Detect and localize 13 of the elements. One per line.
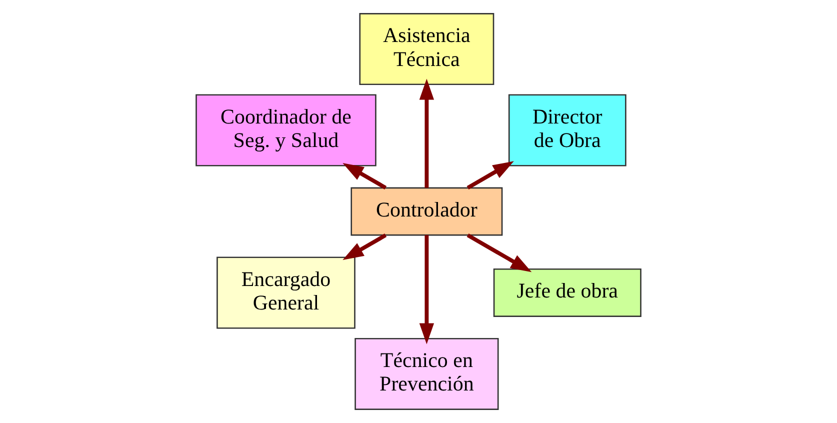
node-box: Encargado General: [216, 256, 356, 329]
arrow: [466, 234, 532, 272]
arrow: [419, 235, 434, 344]
node-box: Asistencia Técnica: [359, 13, 494, 86]
node-box: Director de Obra: [508, 94, 626, 166]
arrow: [466, 161, 514, 190]
arrow: [342, 162, 387, 190]
node-box: Jefe de obra: [493, 268, 642, 317]
node-box: Técnico en Prevención: [354, 338, 499, 410]
node-box: Controlador: [350, 187, 503, 236]
arrow: [419, 78, 434, 188]
arrow: [342, 234, 387, 260]
node-box: Coordinador de Seg. y Salud: [196, 94, 376, 166]
